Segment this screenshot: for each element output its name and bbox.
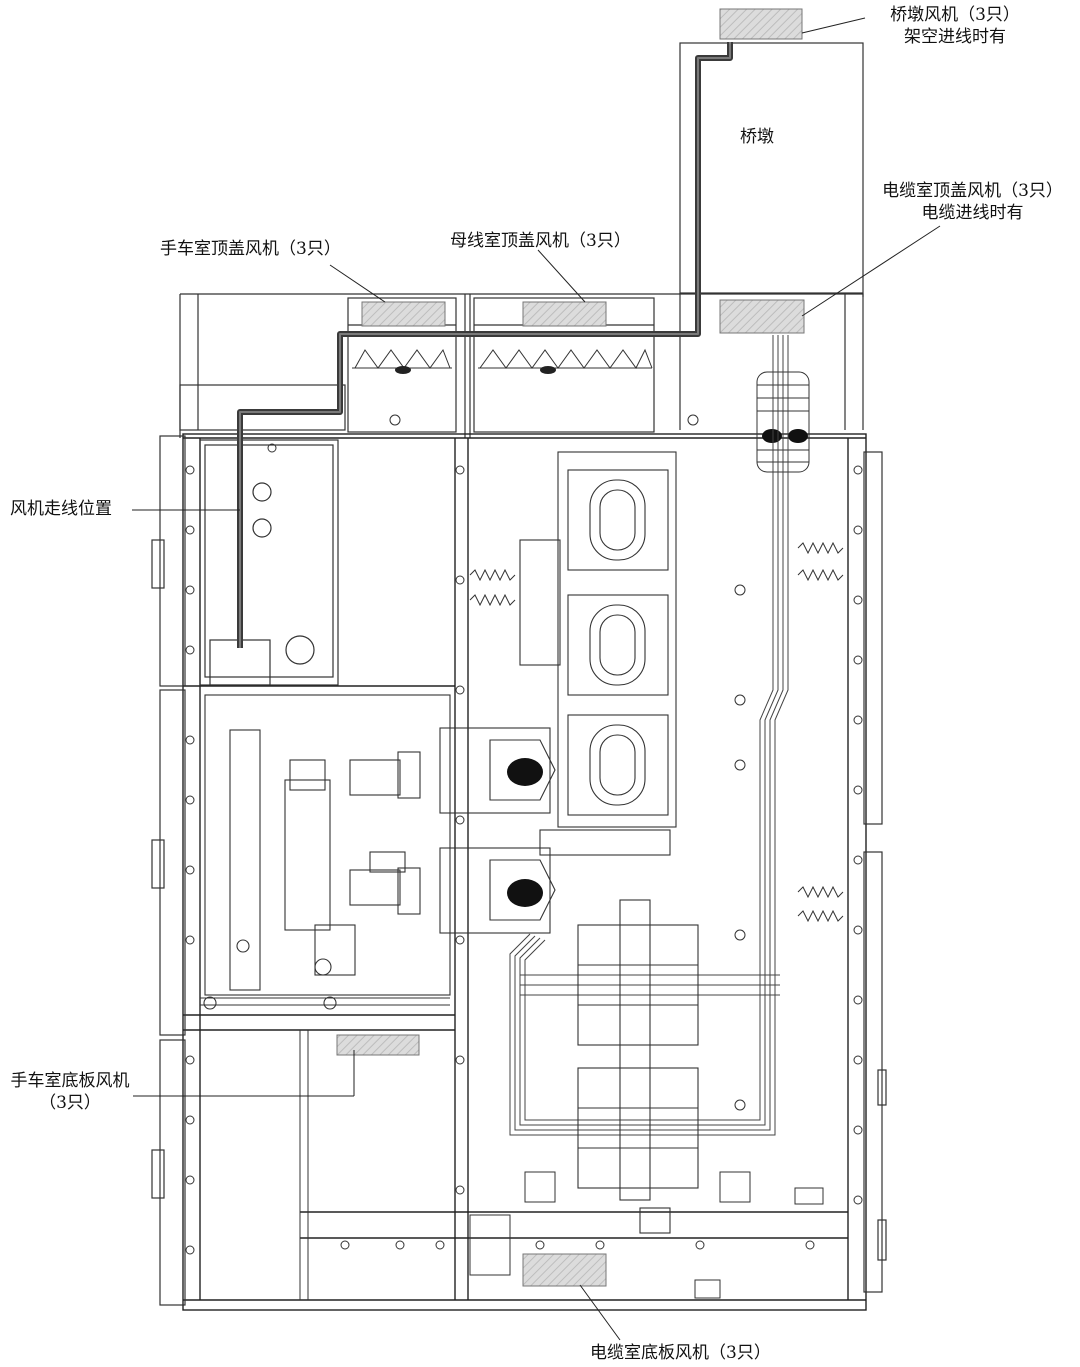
pier-fan-label-line1: 桥墩风机（3只）	[890, 5, 1020, 25]
insulators	[469, 541, 844, 923]
cart-compartment	[199, 439, 339, 686]
cart-top-fan	[361, 301, 446, 327]
bolts	[185, 414, 863, 1255]
busbar-compartment	[519, 451, 677, 856]
cart-top-fan-label: 手车室顶盖风机（3只）	[160, 239, 341, 259]
cart-bottom-fan	[336, 1034, 420, 1056]
circuit-breaker	[200, 694, 451, 1010]
cart-bottom-fan-label-line1: 手车室底板风机	[10, 1071, 130, 1091]
lower-fixtures	[299, 1030, 824, 1300]
pier-fan-label: 桥墩风机（3只） 架空进线时有	[840, 4, 1070, 48]
cart-bottom-fan-label: 手车室底板风机 （3只）	[0, 1070, 140, 1114]
right-door	[863, 451, 887, 1293]
busbar-top-fan-label: 母线室顶盖风机（3只）	[450, 231, 631, 251]
fan-brackets	[352, 348, 653, 369]
cart-bottom-fan-label-line2: （3只）	[39, 1093, 101, 1113]
cable-top-fan-label: 电缆室顶盖风机（3只） 电缆进线时有	[860, 180, 1080, 224]
left-door	[151, 435, 186, 1306]
top-cover	[179, 293, 864, 438]
cable-bundle	[509, 335, 789, 1136]
cable-top-fan-label-line2: 电缆进线时有	[921, 203, 1024, 223]
pier-label: 桥墩	[740, 127, 774, 147]
pier-fan	[719, 8, 803, 40]
pier-fan-label-line2: 架空进线时有	[904, 27, 1006, 47]
leader-lines	[132, 17, 941, 1341]
busbar-top-fan	[522, 301, 607, 327]
cable-bottom-fan-label: 电缆室底板风机（3只）	[590, 1343, 771, 1363]
cable-top-fan	[719, 299, 805, 334]
contact-spouts	[439, 727, 556, 934]
cable-bottom-fan	[522, 1253, 607, 1287]
fan-wiring-route	[237, 42, 733, 648]
fan-wiring-label: 风机走线位置	[10, 499, 112, 519]
current-transformers	[577, 899, 699, 1234]
cable-top-fan-label-line1: 电缆室顶盖风机（3只）	[882, 181, 1063, 201]
